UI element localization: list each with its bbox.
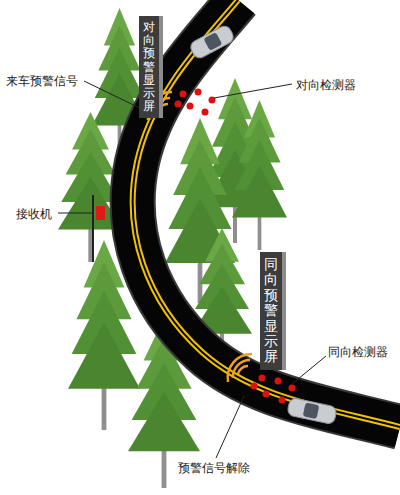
display-screen: 同向预警显示屏: [260, 252, 286, 370]
screen-text: 同向预警显示屏: [264, 257, 278, 365]
leader-lines: [58, 81, 326, 458]
display-screen: 对向预警显示屏: [139, 16, 163, 118]
signal-waves: [148, 92, 252, 382]
callout-label: 预警信号解除: [178, 460, 250, 477]
detectors: [175, 89, 296, 404]
callout-label: 对向检测器: [296, 77, 356, 94]
callout-label: 接收机: [16, 206, 52, 223]
callout-label: 来车预警信号: [6, 73, 78, 90]
callout-label: 同向检测器: [328, 344, 388, 361]
screen-text: 对向预警显示屏: [143, 21, 155, 113]
receiver: [93, 195, 105, 262]
road: [133, 0, 400, 427]
